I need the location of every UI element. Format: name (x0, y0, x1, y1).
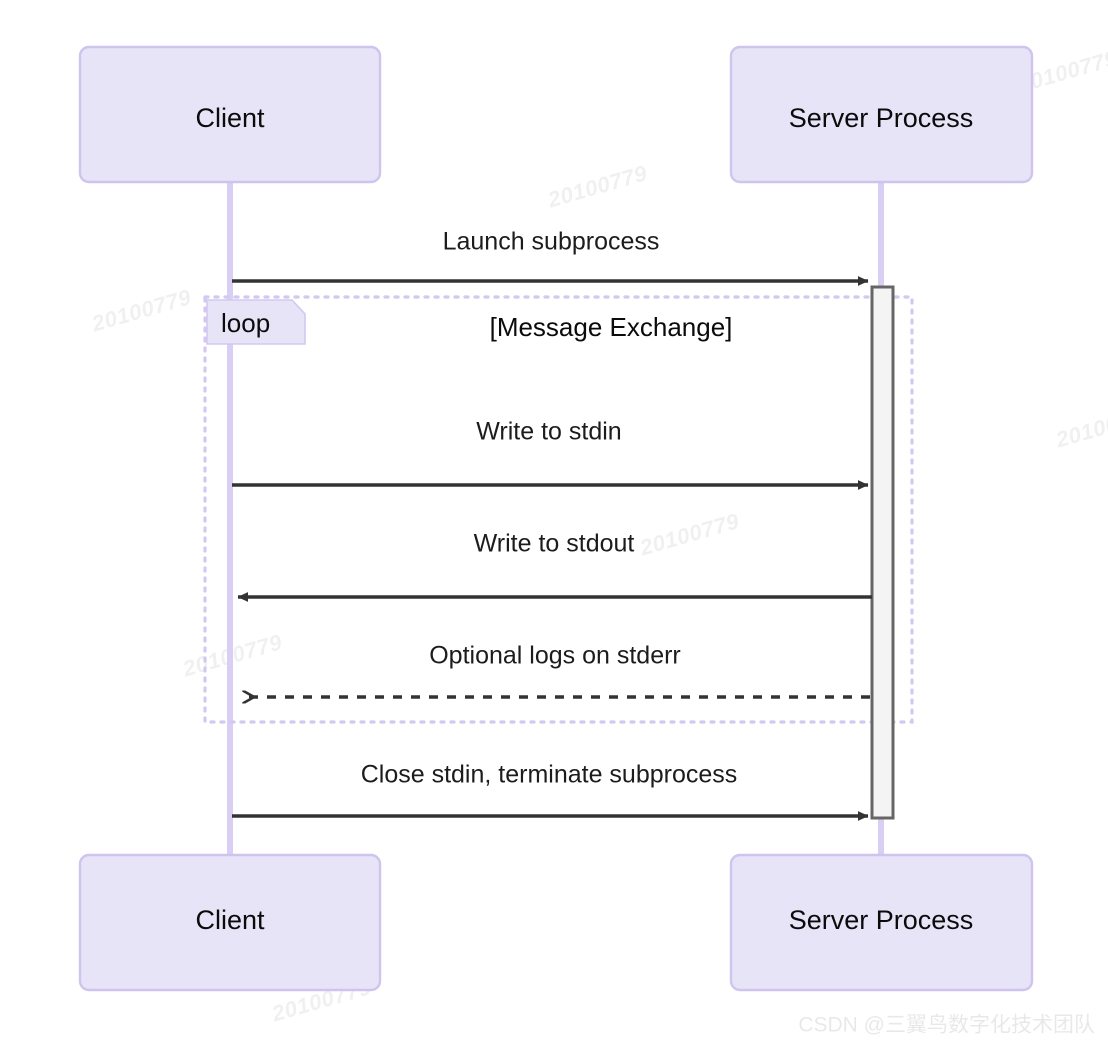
message-label: Write to stdout (474, 530, 635, 558)
watermark-number: 20100779 (636, 508, 742, 560)
watermark-number: 20100779 (544, 160, 650, 212)
actor-box (729, 853, 1034, 992)
activation-bar-server (870, 285, 895, 820)
actor-client-bottom[interactable]: Client (78, 853, 382, 992)
message-launch-subprocess[interactable]: Launch subprocess (232, 228, 869, 286)
actor-server-top[interactable]: Server Process (729, 45, 1034, 184)
actor-box (78, 45, 382, 184)
actor-box (78, 853, 382, 992)
watermark-number: 20100779 (1052, 400, 1108, 452)
actor-label: Server Process (789, 103, 974, 133)
message-optional-logs-on-stderr[interactable]: Optional logs on stderr (244, 642, 870, 697)
message-close-stdin-terminate-subprocess[interactable]: Close stdin, terminate subprocess (232, 761, 869, 821)
actor-box (729, 45, 1034, 184)
actor-client-top[interactable]: Client (78, 45, 382, 184)
loop-fragment-title: [Message Exchange] (490, 312, 733, 342)
loop-fragment[interactable]: loop [Message Exchange] (203, 295, 914, 724)
watermark-number: 20100779 (88, 284, 194, 336)
actor-server-bottom[interactable]: Server Process (729, 853, 1034, 992)
message-label: Optional logs on stderr (429, 642, 681, 670)
lifelines (227, 182, 884, 856)
actor-label: Client (195, 103, 265, 133)
loop-tag-shape (206, 299, 306, 345)
message-label: Close stdin, terminate subprocess (361, 761, 738, 789)
loop-fragment-border (203, 295, 914, 724)
message-write-to-stdout[interactable]: Write to stdout (237, 530, 872, 602)
messages-layer: Launch subprocess Write to stdin Write t… (232, 228, 872, 821)
actor-label: Client (195, 905, 265, 935)
loop-tag-label: loop (221, 308, 270, 338)
message-write-to-stdin[interactable]: Write to stdin (232, 418, 869, 490)
csdn-watermark: CSDN @三翼鸟数字化技术团队 (798, 1014, 1095, 1037)
message-label: Launch subprocess (443, 228, 660, 256)
actor-label: Server Process (789, 905, 974, 935)
message-label: Write to stdin (476, 418, 621, 446)
